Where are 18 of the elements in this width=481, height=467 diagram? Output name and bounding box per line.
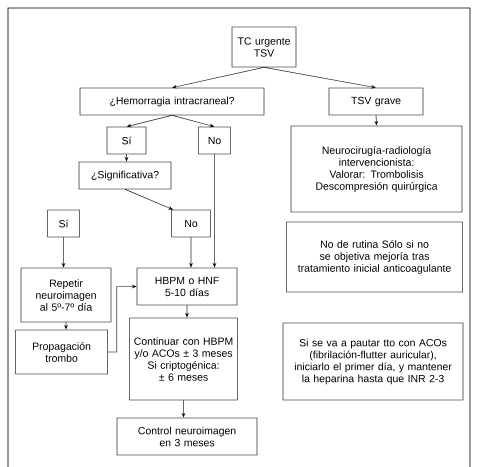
- arrow: [172, 67, 264, 89]
- process-box: TSV grave: [328, 88, 424, 116]
- process-box: No: [171, 210, 211, 238]
- process-box: No de rutina Sólo si no se objetiva mejoría tras tratamiento inicial anticoagulante: [286, 222, 463, 292]
- process-box: HBPM o HNF 5-10 días: [136, 268, 238, 306]
- process-box: Sí: [47, 210, 80, 238]
- process-box: Continuar con HBPM y/o ACOs ± 3 meses Si criptogénica: ± 6 meses: [129, 318, 238, 400]
- process-box: Sí: [106, 126, 146, 154]
- process-box: Control neuroimagen en 3 meses: [116, 418, 258, 456]
- process-box: TC urgente TSV: [232, 26, 296, 68]
- arrow: [172, 115, 214, 128]
- process-box: Si se va a pautar tto con ACOs (fibrilación-flutter auricular), iniciarlo el primer día, y mantener la heparina hasta que INR 2-3: [282, 322, 464, 400]
- process-box: Propagación trombo: [15, 330, 108, 374]
- process-box: ¿Hemorragia intracraneal?: [80, 88, 264, 116]
- process-box: Repetir neuroimagen al 5º-7º día: [20, 268, 112, 322]
- process-box: ¿Significativa?: [78, 162, 172, 190]
- process-box: Neurocirugía-radiología intervencionista: Valorar: Trombolisis Descompresión quirúrgica: [290, 126, 462, 212]
- process-box: No: [198, 126, 231, 154]
